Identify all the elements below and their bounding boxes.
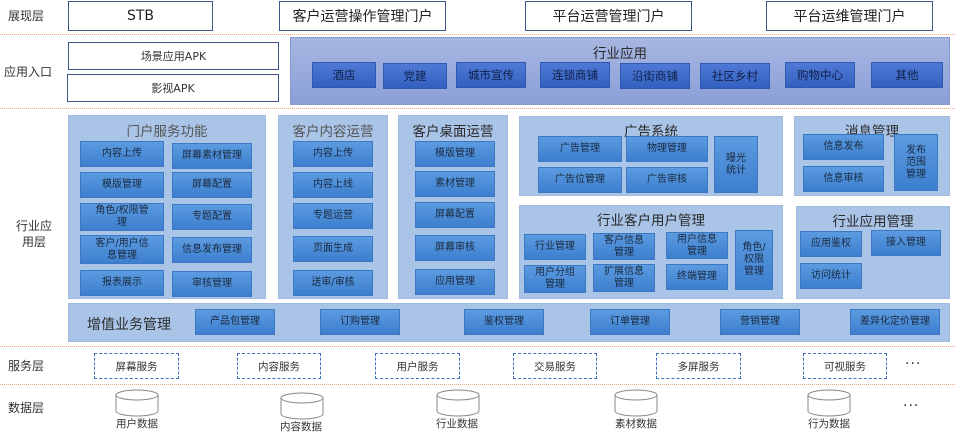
user-mgmt-customer-info[interactable]: 客户信息管理 (593, 233, 655, 260)
vas-differential-pricing[interactable]: 差异化定价管理 (850, 309, 940, 335)
database-icon (614, 389, 658, 417)
industry-app-city[interactable]: 城市宣传 (456, 62, 526, 88)
ad-physical-manage[interactable]: 物理管理 (626, 136, 708, 162)
vas-authentication[interactable]: 鉴权管理 (464, 309, 544, 335)
layer-label-service: 服务层 (8, 359, 45, 373)
data-content: 内容数据 (280, 421, 322, 433)
layer-separator (0, 108, 955, 109)
data-behavior: 行为数据 (808, 418, 850, 430)
portal-fn-audit[interactable]: 审核管理 (172, 271, 252, 297)
service-user[interactable]: 用户服务 (375, 353, 460, 379)
portal-fn-screen-material[interactable]: 屏幕素材管理 (172, 143, 252, 169)
portal-fn-topic-config[interactable]: 专题配置 (172, 204, 252, 230)
industry-app-party[interactable]: 党建 (383, 63, 447, 89)
apk-video[interactable]: 影视APK (67, 74, 279, 102)
service-transaction[interactable]: 交易服务 (513, 353, 597, 379)
portal-service-title: 门户服务功能 (126, 124, 208, 140)
ad-exposure-stats[interactable]: 曝光统计 (714, 136, 758, 193)
layer-label-app-entry: 应用入口 (4, 65, 53, 79)
layer-label-presentation: 展现层 (8, 9, 45, 23)
user-mgmt-user-info[interactable]: 用户信息管理 (666, 232, 728, 259)
portal-fn-screen-config[interactable]: 屏幕配置 (172, 172, 252, 198)
layer-label-industry-app: 行业应 用层 (15, 219, 52, 249)
database-icon (436, 389, 480, 417)
industry-app-mall[interactable]: 购物中心 (785, 62, 855, 88)
message-publish[interactable]: 信息发布 (803, 134, 884, 160)
message-scope-manage[interactable]: 发布范围管理 (894, 134, 938, 191)
ad-manage[interactable]: 广告管理 (538, 136, 622, 162)
desktop-ops-screen-config[interactable]: 屏幕配置 (415, 202, 495, 228)
content-ops-page-gen[interactable]: 页面生成 (293, 236, 373, 262)
layer-separator (0, 34, 955, 35)
service-visual[interactable]: 可视服务 (803, 353, 887, 379)
content-ops-title: 客户内容运营 (292, 124, 374, 140)
service-content[interactable]: 内容服务 (237, 353, 321, 379)
industry-app-other[interactable]: 其他 (871, 62, 943, 88)
database-icon (280, 392, 324, 420)
data-user: 用户数据 (116, 418, 158, 430)
industry-apps-title: 行业应用 (593, 46, 647, 62)
portal-fn-report[interactable]: 报表展示 (80, 270, 164, 296)
data-more: ··· (903, 398, 920, 414)
vas-product-package[interactable]: 产品包管理 (195, 309, 275, 335)
portal-fn-user-info[interactable]: 客户/用户信息管理 (80, 235, 164, 264)
vas-order[interactable]: 订单管理 (590, 309, 670, 335)
app-mgmt-access[interactable]: 接入管理 (871, 230, 941, 256)
content-ops-review[interactable]: 送审/审核 (293, 270, 373, 296)
user-mgmt-terminal[interactable]: 终端管理 (666, 264, 728, 290)
desktop-ops-template[interactable]: 模版管理 (415, 141, 495, 167)
app-mgmt-title: 行业应用管理 (832, 214, 914, 230)
industry-app-hotel[interactable]: 酒店 (312, 62, 376, 88)
data-material: 素材数据 (615, 418, 657, 430)
ad-slot-manage[interactable]: 广告位管理 (538, 167, 622, 193)
user-mgmt-ext-info[interactable]: 扩展信息管理 (593, 264, 655, 292)
desktop-ops-title: 客户桌面运营 (412, 124, 494, 140)
ad-audit[interactable]: 广告审核 (626, 167, 708, 193)
portal-platform-ops[interactable]: 平台运营管理门户 (525, 1, 692, 31)
data-industry: 行业数据 (436, 418, 478, 430)
database-icon (807, 389, 851, 417)
user-mgmt-user-group[interactable]: 用户分组管理 (524, 265, 586, 293)
message-audit[interactable]: 信息审核 (803, 166, 884, 192)
user-mgmt-industry[interactable]: 行业管理 (524, 234, 586, 260)
industry-app-street-store[interactable]: 沿街商铺 (620, 63, 690, 89)
app-mgmt-auth[interactable]: 应用鉴权 (800, 231, 862, 257)
service-multiscreen[interactable]: 多屏服务 (656, 353, 741, 379)
desktop-ops-app[interactable]: 应用管理 (415, 269, 495, 295)
portal-fn-template[interactable]: 模版管理 (80, 172, 164, 198)
vas-marketing[interactable]: 营销管理 (720, 309, 800, 335)
industry-app-chain-store[interactable]: 连锁商铺 (540, 62, 610, 88)
portal-stb[interactable]: STB (68, 1, 213, 31)
portal-platform-maintenance[interactable]: 平台运维管理门户 (766, 1, 933, 31)
portal-fn-content-upload[interactable]: 内容上传 (80, 141, 164, 167)
services-more: ··· (905, 356, 922, 372)
database-icon (115, 389, 159, 417)
vas-title: 增值业务管理 (87, 317, 171, 333)
industry-app-community[interactable]: 社区乡村 (700, 63, 770, 89)
content-ops-topic[interactable]: 专题运营 (293, 203, 373, 229)
layer-separator (0, 346, 955, 347)
vas-subscription[interactable]: 订购管理 (320, 309, 400, 335)
desktop-ops-material[interactable]: 素材管理 (415, 171, 495, 197)
layer-separator (0, 384, 955, 385)
content-ops-online[interactable]: 内容上线 (293, 172, 373, 198)
portal-fn-role-permission[interactable]: 角色/权限管理 (80, 203, 164, 231)
service-screen[interactable]: 屏幕服务 (94, 353, 179, 379)
portal-fn-info-publish[interactable]: 信息发布管理 (172, 237, 252, 263)
portal-customer-ops[interactable]: 客户运营操作管理门户 (279, 1, 446, 31)
user-mgmt-title: 行业客户用户管理 (597, 213, 705, 229)
desktop-ops-screen-audit[interactable]: 屏幕审核 (415, 235, 495, 261)
layer-label-data: 数据层 (8, 401, 45, 415)
app-mgmt-visit-stats[interactable]: 访问统计 (800, 263, 862, 289)
apk-scene-app[interactable]: 场景应用APK (68, 42, 279, 70)
content-ops-upload[interactable]: 内容上传 (293, 141, 373, 167)
user-mgmt-role-permission[interactable]: 角色/权限管理 (735, 230, 773, 290)
